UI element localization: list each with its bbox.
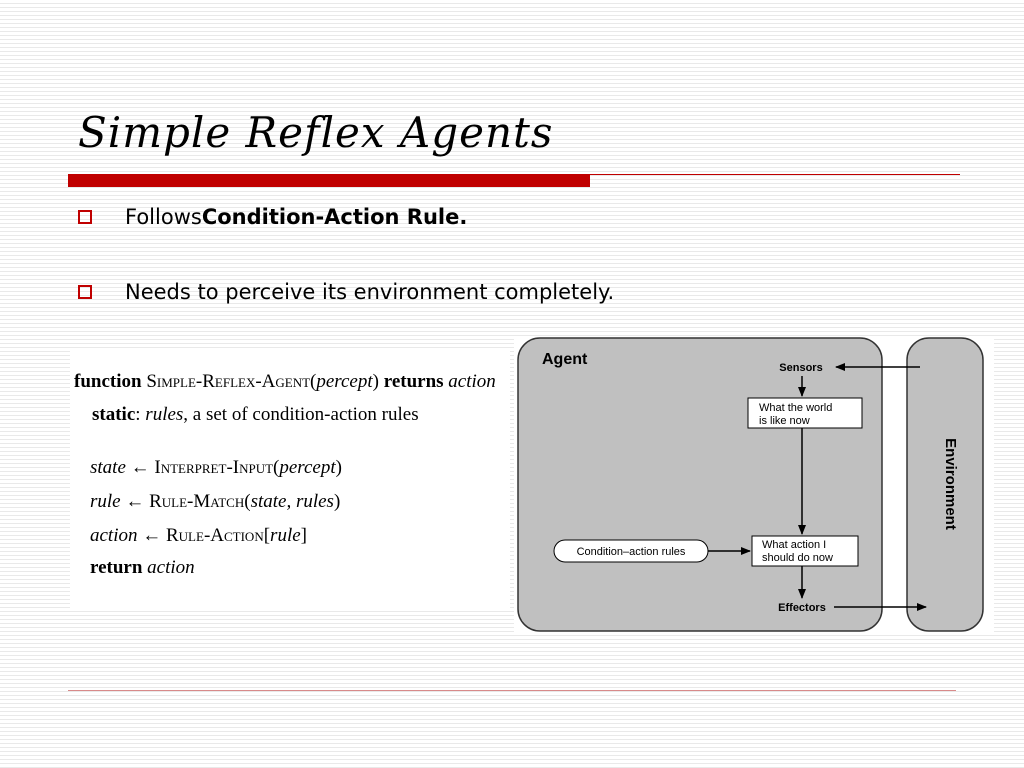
code-line-state: state ← Interpret-Input(percept)	[90, 457, 342, 478]
code-line-rule: rule ← Rule-Match(state, rules)	[90, 491, 341, 512]
agent-label: Agent	[542, 351, 588, 368]
agent-diagram: Agent Environment Sensors Effectors What…	[514, 336, 994, 633]
code-line-static: static: rules, a set of condition-action…	[92, 404, 419, 425]
pseudocode-image: function Simple-Reflex-Agent(percept) re…	[70, 350, 510, 608]
bullet-item: Follows Condition-Action Rule.	[78, 205, 467, 229]
rules-label: Condition–action rules	[577, 546, 686, 558]
footer-rule	[68, 690, 956, 691]
world-box-line2: is like now	[759, 415, 810, 427]
title-rule-thin	[68, 174, 960, 175]
action-box-line2: should do now	[762, 552, 833, 564]
code-line-action: action ← Rule-Action[rule]	[90, 525, 307, 546]
bullet-bold-text: Condition-Action Rule.	[201, 205, 468, 229]
bullet-square-icon	[78, 210, 92, 224]
environment-label: Environment	[942, 438, 959, 530]
action-box-line1: What action I	[762, 539, 826, 551]
environment-panel	[906, 337, 984, 632]
code-line-return: return action	[90, 557, 195, 578]
effectors-label: Effectors	[778, 602, 826, 614]
world-box-line1: What the world	[759, 402, 832, 414]
bullet-text: Needs to perceive its environment comple…	[125, 280, 615, 304]
bullet-item: Needs to perceive its environment comple…	[78, 280, 614, 304]
agent-panel	[517, 337, 883, 632]
bullet-text: Follows	[125, 205, 202, 229]
world-state-box	[747, 397, 863, 429]
action-box	[751, 535, 859, 567]
slide-title: Simple Reflex Agents	[78, 108, 554, 157]
code-line-function: function Simple-Reflex-Agent(percept) re…	[74, 371, 496, 392]
title-rule-thick	[68, 175, 590, 187]
bullet-square-icon	[78, 285, 92, 299]
sensors-label: Sensors	[779, 362, 822, 374]
